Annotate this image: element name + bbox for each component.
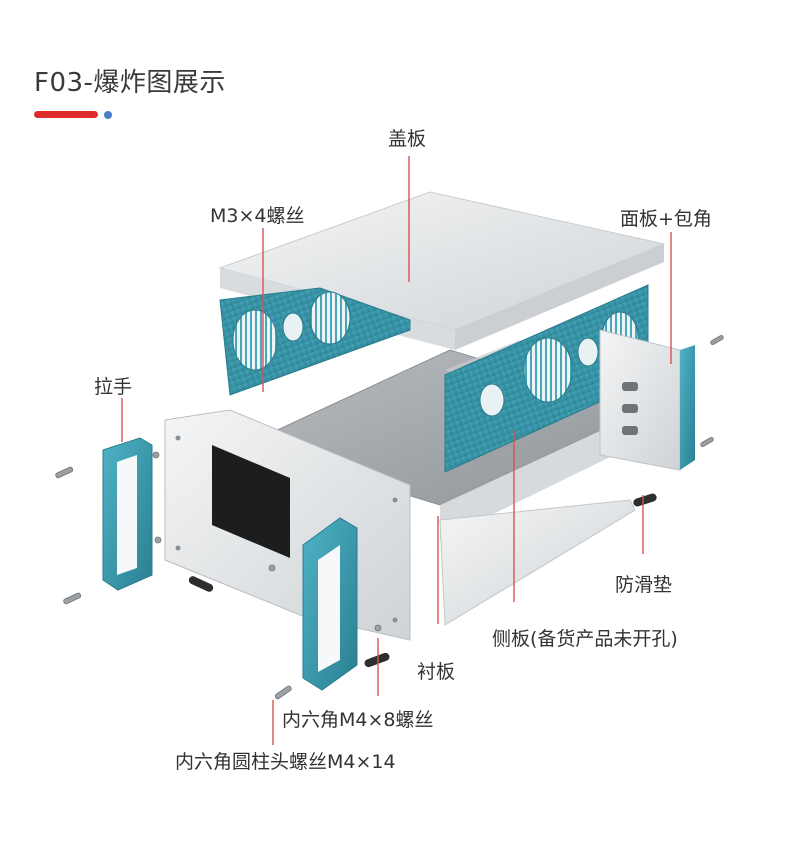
m4x8-screw-icon [152,451,160,459]
label-front-panel: 面板+包角 [620,208,712,230]
hex-screw-icon [63,592,82,605]
rear-corner-guard [680,345,695,470]
fan-vent-icon [523,337,573,403]
label-hex-m4x8: 内六角M4×8螺丝 [282,709,434,731]
m3-screw-icon [700,437,714,447]
page-title: F03-爆炸图展示 [34,68,226,98]
liner-plate [439,499,636,626]
m4x8-screw-icon [154,536,162,544]
title-accent-bar [34,111,98,118]
display-window [212,445,290,558]
anti-slip-pad [188,576,214,592]
left-side-panel [219,287,411,396]
label-hex-m4x14: 内六角圆柱头螺丝M4×14 [175,751,396,773]
m4x8-screw-icon [268,564,276,572]
m4x8-screw-icon [374,624,382,632]
label-handle: 拉手 [94,376,133,398]
hex-screw-icon [274,685,292,700]
left-handle [102,437,153,591]
label-liner: 衬板 [417,661,456,683]
fan-vent-icon [232,309,278,371]
label-anti-slip-pad: 防滑垫 [615,574,673,596]
title-accent-dot [104,111,112,119]
anti-slip-pad [633,493,657,507]
fan-vent-icon [309,291,351,345]
label-side-panel: 侧板(备货产品未开孔) [492,628,678,650]
m3-screw-icon [710,335,724,345]
label-cover: 盖板 [388,128,427,150]
hex-screw-icon [55,466,74,479]
anti-slip-pad [364,652,390,668]
right-handle [302,517,358,691]
leader-lines [121,156,672,745]
rear-panel [599,329,695,471]
label-screws-m3: M3×4螺丝 [210,205,305,227]
